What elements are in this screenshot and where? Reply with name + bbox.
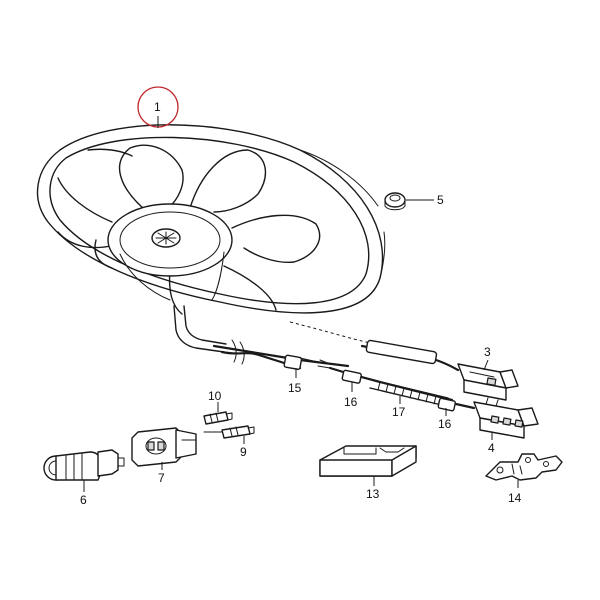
temperature-switch-6[interactable] bbox=[43, 449, 125, 481]
callout-3[interactable]: 3 bbox=[484, 345, 491, 359]
callout-5[interactable]: 5 bbox=[437, 193, 444, 207]
callout-9[interactable]: 9 bbox=[240, 445, 247, 459]
radiator-fan-assembly[interactable] bbox=[36, 124, 386, 353]
control-unit-13[interactable] bbox=[319, 445, 417, 477]
callout-14[interactable]: 14 bbox=[508, 491, 522, 505]
bracket-14[interactable] bbox=[485, 453, 563, 481]
connector-7[interactable] bbox=[131, 427, 197, 467]
callout-16a[interactable]: 16 bbox=[344, 395, 358, 409]
callout-4[interactable]: 4 bbox=[488, 441, 495, 455]
callout-17[interactable]: 17 bbox=[392, 405, 406, 419]
terminal-10[interactable] bbox=[203, 411, 233, 425]
terminal-9[interactable] bbox=[203, 425, 255, 439]
callout-15[interactable]: 15 bbox=[288, 381, 302, 395]
connector-3[interactable] bbox=[457, 363, 519, 401]
wiring-harness[interactable] bbox=[212, 321, 476, 412]
callout-10[interactable]: 10 bbox=[208, 389, 222, 403]
leader-3 bbox=[483, 359, 489, 371]
callout-1[interactable]: 1 bbox=[154, 100, 161, 114]
connector-4[interactable] bbox=[473, 397, 539, 439]
callout-13[interactable]: 13 bbox=[366, 487, 380, 501]
grommet-5[interactable] bbox=[384, 192, 406, 211]
callout-6[interactable]: 6 bbox=[80, 493, 87, 507]
callout-7[interactable]: 7 bbox=[158, 471, 165, 485]
callout-16b[interactable]: 16 bbox=[438, 417, 452, 431]
